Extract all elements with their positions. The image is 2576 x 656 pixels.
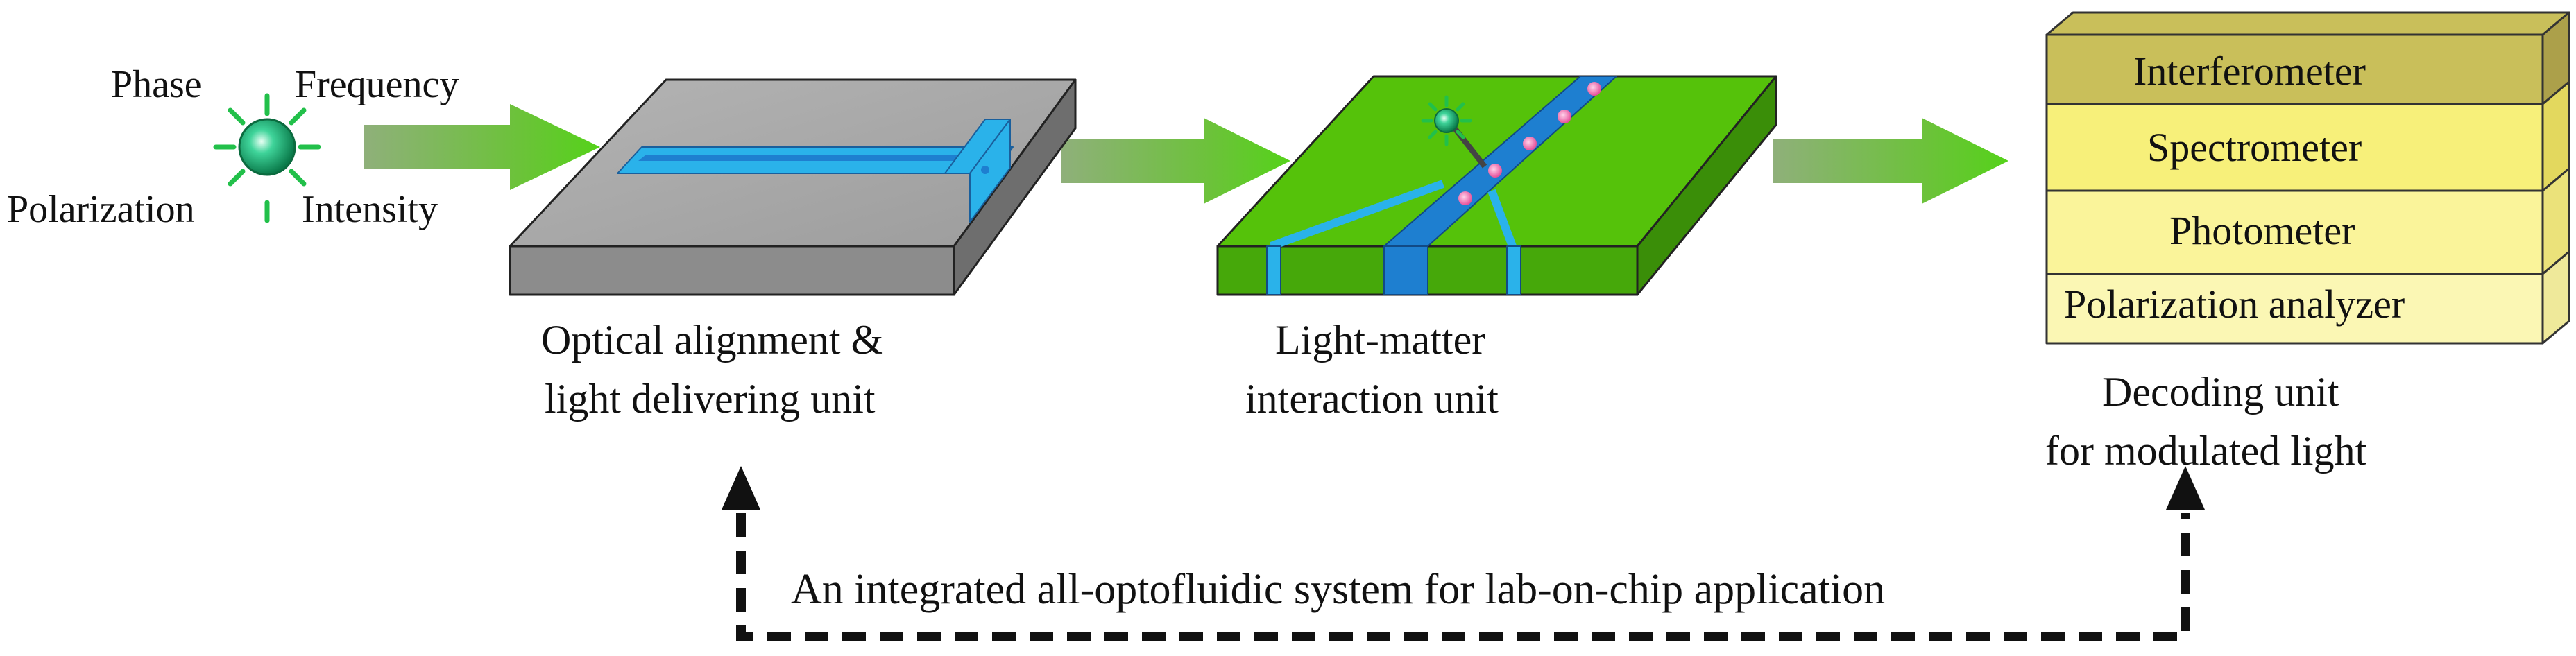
interaction-chip (1216, 75, 1777, 296)
layer-polarization-analyzer: Polarization analyzer (2064, 282, 2405, 327)
label-intensity: Intensity (302, 188, 438, 231)
interaction-caption-line1: Light-matter (1275, 317, 1485, 363)
interaction-caption-line2: interaction unit (1245, 376, 1499, 422)
feedback-caption: An integrated all-optofluidic system for… (791, 566, 1885, 613)
light-source-icon (213, 93, 321, 223)
decoding-caption-line2: for modulated light (2045, 428, 2367, 474)
alignment-caption-line1: Optical alignment & (541, 317, 883, 363)
decoding-stack (2045, 11, 2570, 345)
flow-arrow-1 (364, 104, 600, 190)
label-phase: Phase (111, 63, 202, 106)
flow-arrow-3 (1773, 118, 2008, 204)
particle-icon (1458, 82, 1601, 205)
layer-interferometer: Interferometer (2133, 49, 2366, 94)
label-polarization: Polarization (7, 188, 195, 231)
layer-spectrometer: Spectrometer (2147, 125, 2362, 170)
flow-arrow-2 (1061, 118, 1290, 204)
probe-light-icon (1421, 95, 1472, 146)
alignment-caption-line2: light delivering unit (545, 376, 876, 422)
layer-photometer: Photometer (2169, 208, 2355, 253)
decoding-caption-line1: Decoding unit (2102, 369, 2339, 415)
alignment-chip (509, 78, 1077, 296)
feedback-loop-arrow (722, 466, 2205, 641)
label-frequency: Frequency (295, 63, 459, 106)
